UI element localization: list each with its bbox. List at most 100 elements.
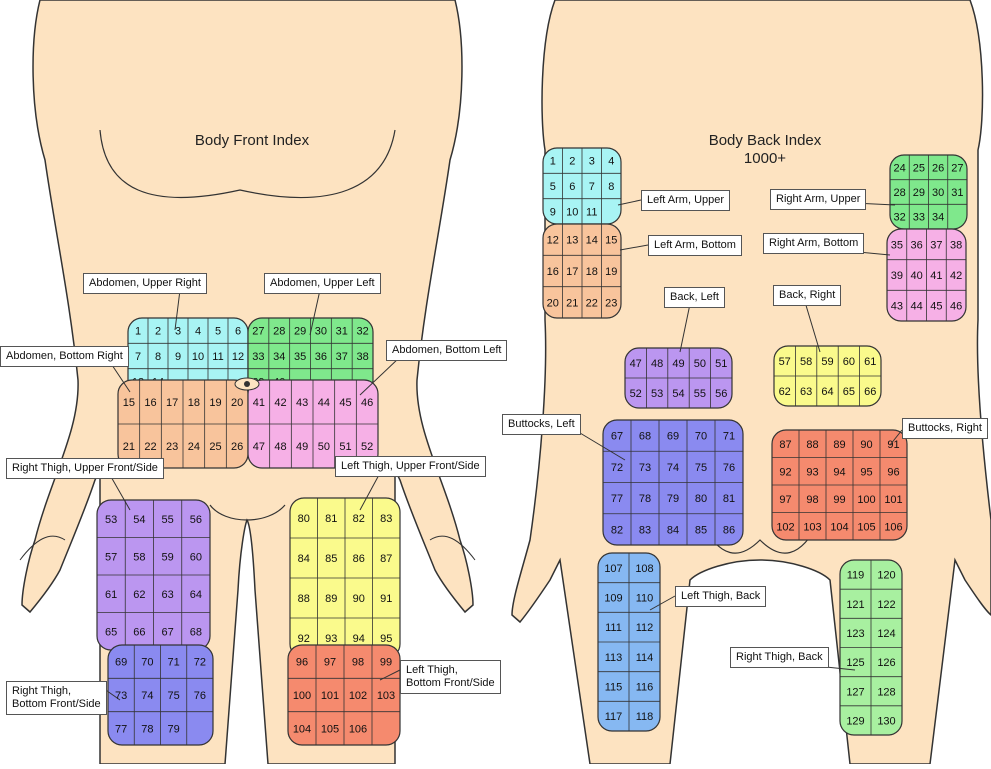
cell-number[interactable]: 53 [651,388,663,400]
cell-number[interactable]: 55 [162,514,174,526]
cell-number[interactable]: 57 [779,356,791,368]
cell-number[interactable]: 106 [349,723,367,735]
cell-number[interactable]: 59 [821,356,833,368]
cell-number[interactable]: 125 [846,657,864,669]
cell-number[interactable]: 48 [274,441,286,453]
cell-number[interactable]: 99 [380,657,392,669]
cell-number[interactable]: 26 [932,162,944,174]
cell-number[interactable]: 97 [324,657,336,669]
cell-number[interactable]: 26 [231,441,243,453]
cell-number[interactable]: 24 [188,441,200,453]
cell-number[interactable]: 91 [887,439,899,451]
cell-number[interactable]: 105 [321,723,339,735]
cell-number[interactable]: 3 [589,156,595,168]
cell-number[interactable]: 103 [803,521,821,533]
cell-number[interactable]: 49 [296,441,308,453]
cell-number[interactable]: 110 [636,593,654,605]
cell-number[interactable]: 90 [860,439,872,451]
cell-number[interactable]: 102 [349,690,367,702]
cell-number[interactable]: 25 [209,441,221,453]
cell-number[interactable]: 8 [155,351,161,363]
cell-number[interactable]: 72 [611,462,623,474]
cell-number[interactable]: 73 [115,690,127,702]
cell-number[interactable]: 121 [846,599,864,611]
cell-number[interactable]: 31 [951,187,963,199]
cell-number[interactable]: 55 [694,388,706,400]
cell-number[interactable]: 98 [806,494,818,506]
cell-number[interactable]: 57 [105,551,117,563]
cell-number[interactable]: 83 [380,513,392,525]
cell-number[interactable]: 105 [857,521,875,533]
cell-number[interactable]: 32 [894,212,906,224]
cell-number[interactable]: 34 [932,212,944,224]
cell-number[interactable]: 36 [315,351,327,363]
cell-number[interactable]: 18 [586,266,598,278]
cell-number[interactable]: 2 [569,156,575,168]
cell-number[interactable]: 37 [336,351,348,363]
cell-number[interactable]: 61 [864,356,876,368]
cell-number[interactable]: 19 [209,397,221,409]
cell-number[interactable]: 38 [356,351,368,363]
cell-number[interactable]: 25 [913,162,925,174]
cell-number[interactable]: 1 [135,326,141,338]
cell-number[interactable]: 43 [891,301,903,313]
cell-number[interactable]: 104 [293,723,311,735]
cell-number[interactable]: 28 [273,326,285,338]
cell-number[interactable]: 95 [860,466,872,478]
cell-number[interactable]: 16 [144,397,156,409]
cell-number[interactable]: 84 [667,524,679,536]
cell-number[interactable]: 88 [298,593,310,605]
cell-number[interactable]: 78 [141,723,153,735]
cell-number[interactable]: 8 [608,181,614,193]
cell-number[interactable]: 74 [141,690,153,702]
cell-number[interactable]: 94 [833,466,845,478]
cell-number[interactable]: 126 [877,657,895,669]
cell-number[interactable]: 71 [168,657,180,669]
cell-number[interactable]: 88 [806,439,818,451]
cell-number[interactable]: 66 [133,626,145,638]
cell-number[interactable]: 37 [930,239,942,251]
cell-number[interactable]: 32 [356,326,368,338]
cell-number[interactable]: 10 [192,351,204,363]
cell-number[interactable]: 22 [144,441,156,453]
cell-number[interactable]: 9 [550,206,556,218]
cell-number[interactable]: 15 [605,235,617,247]
cell-number[interactable]: 9 [175,351,181,363]
cell-number[interactable]: 46 [950,301,962,313]
cell-number[interactable]: 117 [605,711,623,723]
cell-number[interactable]: 92 [779,466,791,478]
cell-number[interactable]: 130 [877,715,895,727]
cell-number[interactable]: 89 [325,593,337,605]
cell-number[interactable]: 11 [586,206,597,218]
cell-number[interactable]: 50 [318,441,330,453]
cell-number[interactable]: 29 [913,187,925,199]
cell-number[interactable]: 29 [294,326,306,338]
cell-number[interactable]: 56 [715,388,727,400]
cell-number[interactable]: 79 [667,493,679,505]
cell-number[interactable]: 102 [776,521,794,533]
cell-number[interactable]: 122 [877,599,895,611]
cell-number[interactable]: 17 [566,266,578,278]
cell-number[interactable]: 7 [135,351,141,363]
cell-number[interactable]: 18 [188,397,200,409]
cell-number[interactable]: 52 [361,441,373,453]
cell-number[interactable]: 82 [353,513,365,525]
cell-number[interactable]: 77 [115,723,127,735]
cell-number[interactable]: 72 [194,657,206,669]
cell-number[interactable]: 70 [141,657,153,669]
cell-number[interactable]: 11 [212,351,223,363]
cell-number[interactable]: 66 [864,386,876,398]
cell-number[interactable]: 82 [611,524,623,536]
cell-number[interactable]: 51 [715,358,727,370]
cell-number[interactable]: 5 [215,326,221,338]
cell-number[interactable]: 99 [833,494,845,506]
cell-number[interactable]: 101 [321,690,339,702]
cell-number[interactable]: 46 [361,397,373,409]
